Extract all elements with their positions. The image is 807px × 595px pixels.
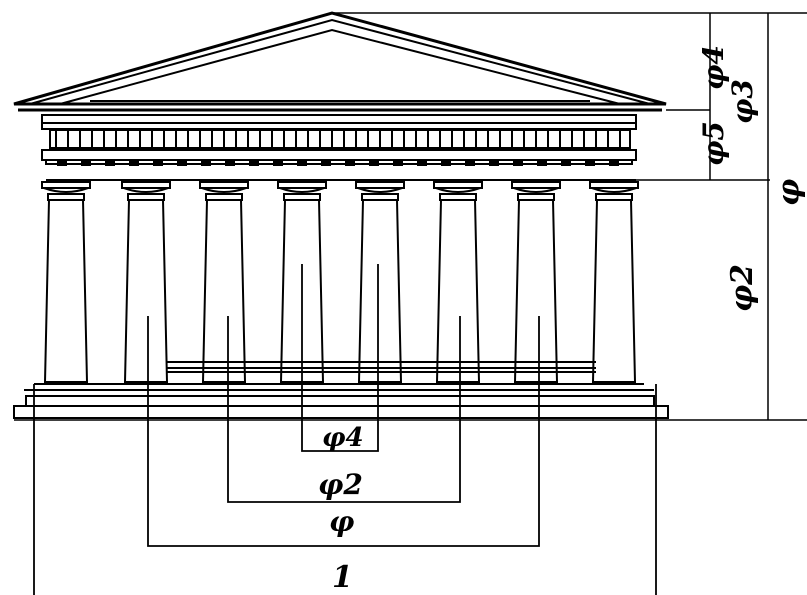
- triglyph: [391, 129, 405, 149]
- triglyph: [319, 129, 333, 149]
- triglyph: [583, 129, 597, 149]
- column: [589, 181, 639, 383]
- triglyph: [175, 129, 189, 149]
- dentil: [585, 159, 595, 166]
- label-phi-right: φ: [772, 179, 807, 206]
- label-phi2-bottom: φ2: [318, 468, 363, 501]
- dentil: [177, 159, 187, 166]
- triglyph: [127, 129, 141, 149]
- triglyph: [511, 129, 525, 149]
- dentil: [105, 159, 115, 166]
- dentil: [393, 159, 403, 166]
- dentil: [489, 159, 499, 166]
- vertical-proportions: [332, 12, 807, 420]
- dentil: [273, 159, 283, 166]
- triglyph: [463, 129, 477, 149]
- colonnade: [41, 181, 639, 383]
- labels: φ4 φ3 φ5 φ φ2 φ4 φ2 φ 1: [318, 45, 807, 595]
- dentil: [201, 159, 211, 166]
- column: [433, 181, 483, 383]
- triglyph-row: [55, 129, 621, 166]
- column: [41, 181, 91, 383]
- dentil: [297, 159, 307, 166]
- dentil: [441, 159, 451, 166]
- triglyph: [343, 129, 357, 149]
- triglyph: [103, 129, 117, 149]
- triglyph: [271, 129, 285, 149]
- dentil: [57, 159, 67, 166]
- dentil: [369, 159, 379, 166]
- label-one-bottom: 1: [332, 560, 353, 595]
- dentil: [513, 159, 523, 166]
- column: [277, 181, 327, 383]
- dentil: [417, 159, 427, 166]
- label-phi-bottom: φ: [329, 505, 355, 538]
- triglyph: [439, 129, 453, 149]
- label-phi3-right: φ3: [726, 79, 759, 124]
- dentil: [345, 159, 355, 166]
- column: [199, 181, 249, 383]
- triglyph: [79, 129, 93, 149]
- column: [355, 181, 405, 383]
- column: [511, 181, 561, 383]
- label-phi5-right: φ5: [697, 121, 730, 166]
- entablature: [41, 114, 637, 181]
- dentil: [249, 159, 259, 166]
- dentil: [609, 159, 619, 166]
- triglyph: [415, 129, 429, 149]
- label-phi4-right: φ4: [697, 45, 730, 90]
- dentil: [321, 159, 331, 166]
- triglyph: [607, 129, 621, 149]
- triglyph: [535, 129, 549, 149]
- dentil: [465, 159, 475, 166]
- triglyph: [295, 129, 309, 149]
- horizontal-proportions: [33, 264, 657, 595]
- pediment: [13, 11, 667, 112]
- triglyph: [247, 129, 261, 149]
- triglyph: [367, 129, 381, 149]
- label-phi2-right: φ2: [725, 264, 760, 312]
- triglyph: [487, 129, 501, 149]
- triglyph: [151, 129, 165, 149]
- dentil: [153, 159, 163, 166]
- stylobate: [13, 383, 807, 421]
- wall-bands: [166, 361, 596, 373]
- dentil: [225, 159, 235, 166]
- triglyph: [223, 129, 237, 149]
- dentil: [129, 159, 139, 166]
- triglyph: [199, 129, 213, 149]
- dentil: [537, 159, 547, 166]
- triglyph: [55, 129, 69, 149]
- triglyph: [559, 129, 573, 149]
- dentil: [81, 159, 91, 166]
- label-phi4-bottom: φ4: [322, 423, 364, 453]
- column: [121, 181, 171, 383]
- dentil: [561, 159, 571, 166]
